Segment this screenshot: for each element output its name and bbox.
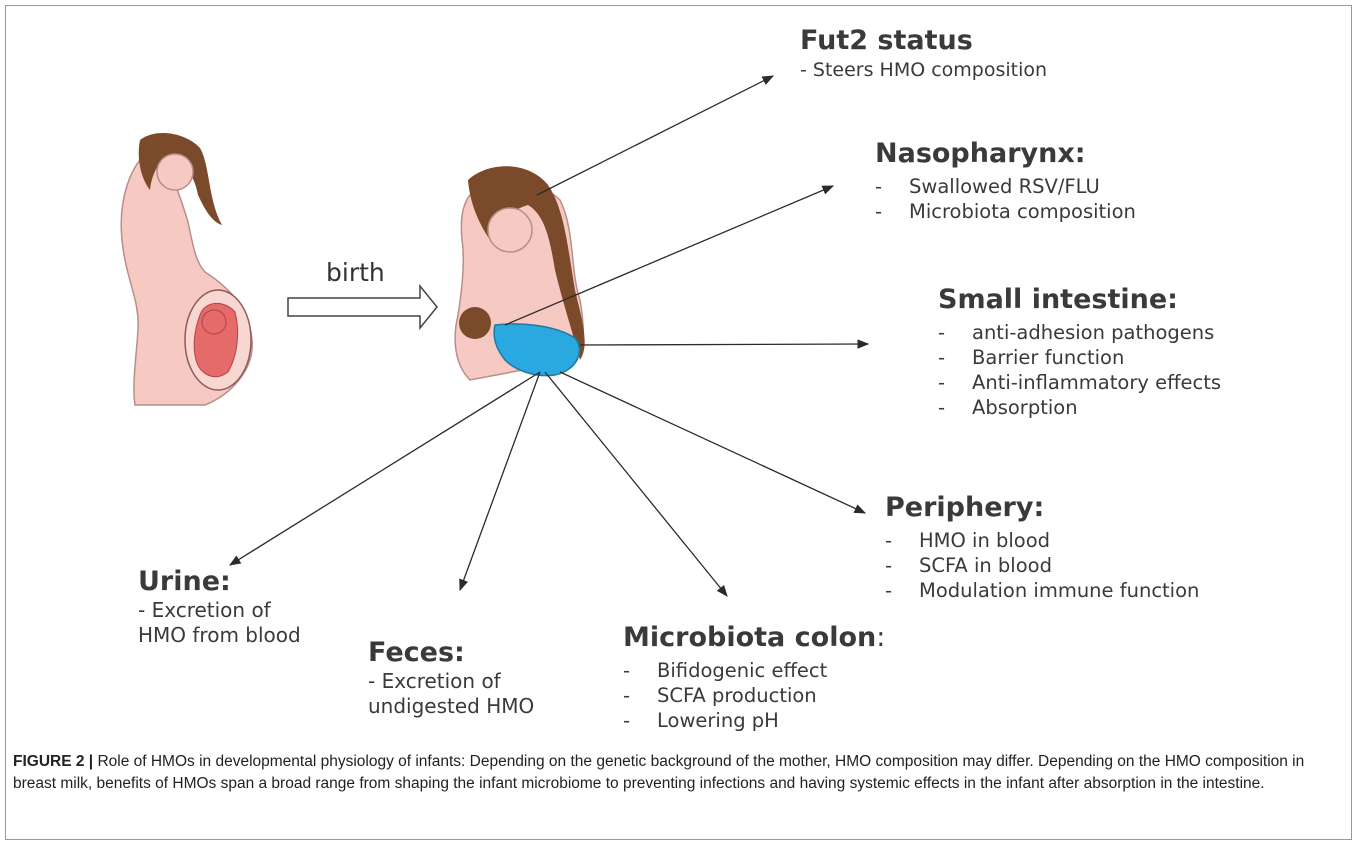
list-item: -Bifidogenic effect [623,658,885,683]
fut2-line: - Steers HMO composition [800,59,1047,82]
periphery-title: Periphery: [885,492,1199,524]
list-item: -SCFA in blood [885,553,1199,578]
urine-node: Urine: - Excretion of HMO from blood [138,566,301,648]
nasopharynx-node: Nasopharynx: -Swallowed RSV/FLU -Microbi… [875,138,1136,224]
birth-arrow [288,286,437,328]
arrow-to-fut2 [537,76,773,195]
periphery-list: -HMO in blood -SCFA in blood -Modulation… [885,528,1199,603]
urine-title: Urine: [138,566,301,598]
arrow-to-small-intestine [580,344,868,345]
caption-label: FIGURE 2 | [13,753,93,770]
list-item: -Modulation immune function [885,578,1199,603]
urine-line: - Excretion of [138,598,301,623]
periphery-node: Periphery: -HMO in blood -SCFA in blood … [885,492,1199,603]
arrow-to-feces [460,372,540,590]
figure-caption: FIGURE 2 | Role of HMOs in developmental… [13,751,1341,795]
arrow-to-microbiota-colon [545,372,727,596]
fut2-status-node: Fut2 status - Steers HMO composition [800,25,1047,82]
nasopharynx-title: Nasopharynx: [875,138,1136,170]
pregnant-woman-illustration [121,133,252,405]
nasopharynx-list: -Swallowed RSV/FLU -Microbiota compositi… [875,174,1136,224]
birth-label: birth [326,258,385,287]
microbiota-colon-title: Microbiota colon: [623,622,885,654]
list-item: -Swallowed RSV/FLU [875,174,1136,199]
breastfeeding-mother-illustration [455,166,585,380]
list-item: -Anti-inflammatory effects [938,370,1221,395]
microbiota-colon-list: -Bifidogenic effect -SCFA production -Lo… [623,658,885,733]
list-item: -Microbiota composition [875,199,1136,224]
small-intestine-list: -anti-adhesion pathogens -Barrier functi… [938,320,1221,420]
urine-line: HMO from blood [138,623,301,648]
list-item: -HMO in blood [885,528,1199,553]
list-item: -Barrier function [938,345,1221,370]
fut2-title: Fut2 status [800,25,1047,57]
list-item: -Lowering pH [623,708,885,733]
arrow-to-periphery [560,372,865,513]
feces-line: - Excretion of [368,669,534,694]
feces-line: undigested HMO [368,694,534,719]
arrow-to-urine [230,372,540,565]
feces-node: Feces: - Excretion of undigested HMO [368,637,534,719]
list-item: -anti-adhesion pathogens [938,320,1221,345]
microbiota-colon-node: Microbiota colon: -Bifidogenic effect -S… [623,622,885,733]
small-intestine-node: Small intestine: -anti-adhesion pathogen… [938,284,1221,420]
small-intestine-title: Small intestine: [938,284,1221,316]
list-item: -SCFA production [623,683,885,708]
feces-title: Feces: [368,637,534,669]
caption-text: Role of HMOs in developmental physiology… [13,753,1304,792]
list-item: -Absorption [938,395,1221,420]
